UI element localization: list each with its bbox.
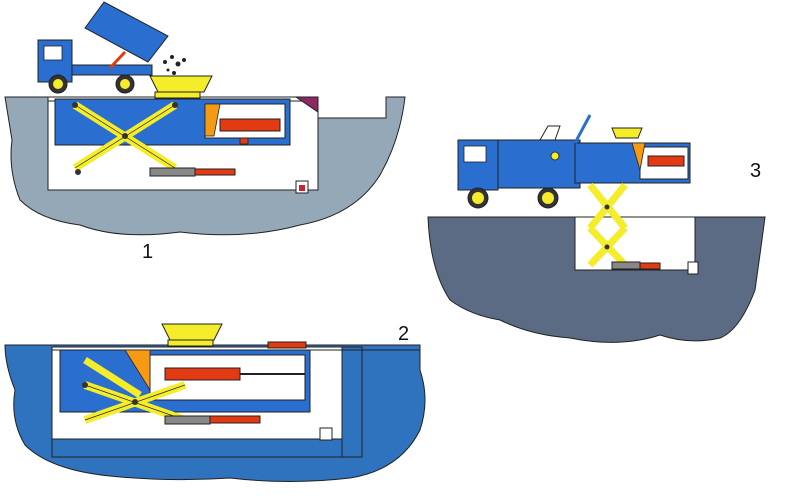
panel-1-base-cylinder [194, 168, 236, 176]
panel-2-wedge-orange [124, 349, 151, 392]
panel-3: 3 [427, 114, 766, 343]
panel-2-hopper [161, 323, 223, 341]
panel-2-drain [319, 427, 333, 441]
panel-2-top-cylinder [267, 341, 307, 349]
panel-1-hydraulic-cylinder [219, 118, 281, 132]
panel-1-falling-waste [163, 55, 186, 75]
panel-3-base-rail [611, 261, 641, 270]
panel-2-hydraulic-cylinder [164, 367, 241, 381]
panel-2-pit-floor [51, 438, 343, 458]
panel-1 [4, 1, 406, 236]
panel-3-hopper [611, 127, 643, 139]
panel-3-scissor-lift [587, 182, 628, 268]
panel-2-pit-wall [341, 346, 363, 458]
panel-1-cylinder-mount [239, 137, 249, 145]
panel-2-scissor-lift [82, 357, 187, 424]
panel-1-truck-window [43, 45, 63, 61]
panel-1-roller [75, 169, 81, 175]
panel-2-base-cylinder [209, 415, 261, 424]
panel-3-door [573, 114, 592, 144]
panel-1-scissor-lift [72, 101, 178, 172]
panel-1-base-rail [149, 167, 196, 177]
panel-3-truck-cab [457, 139, 499, 191]
panel-1-step-number: 1 [142, 241, 153, 263]
panel-3-wedge-orange [631, 142, 646, 171]
panel-3-base-cylinder [639, 262, 661, 270]
panel-1-hopper [149, 75, 213, 93]
panel-1-wedge-magenta [294, 96, 319, 113]
panel-3-truck-window [463, 145, 487, 163]
panel-1-ground [4, 96, 406, 236]
panel-2: 2 [4, 323, 426, 482]
panel-3-hydraulic-cylinder [647, 155, 685, 167]
panel-2-step-number: 2 [398, 323, 409, 345]
panel-3-truck-body [497, 139, 581, 189]
panel-1-truck [37, 1, 169, 94]
panel-1-wedge-orange [204, 103, 221, 137]
panel-3-drain [687, 261, 699, 275]
panel-3-truck [457, 125, 581, 209]
panel-3-ground [427, 216, 766, 343]
panel-1-drain-valve [299, 185, 305, 191]
panel-2-base-rail [164, 415, 211, 425]
panel-3-step-number: 3 [750, 160, 761, 182]
panel-1-truck-body [84, 1, 169, 63]
